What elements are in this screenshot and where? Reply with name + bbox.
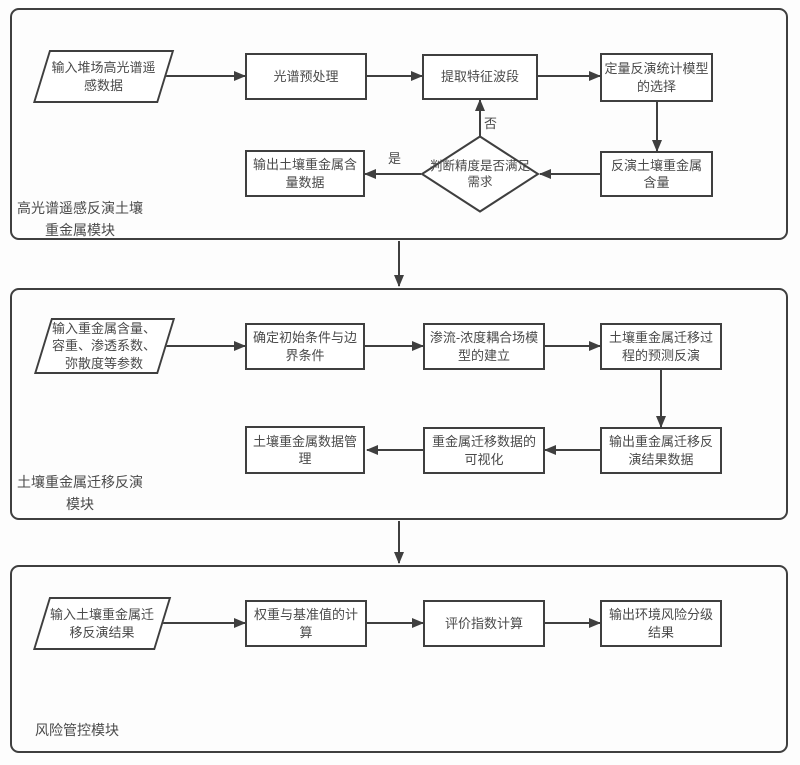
arrow-module2-to-module3 bbox=[398, 521, 400, 563]
node-output-risk-classification: 输出环境风险分级 结果 bbox=[600, 600, 722, 647]
node-spectral-preprocess: 光谱预处理 bbox=[245, 53, 367, 100]
node-data-management: 土壤重金属数据管 理 bbox=[245, 426, 365, 474]
node-text: 渗流-浓度耦合场模 型的建立 bbox=[429, 330, 539, 363]
arrow-extract-to-model-select bbox=[538, 75, 600, 77]
arrow-weights-to-index bbox=[367, 622, 423, 624]
node-text: 提取特征波段 bbox=[440, 69, 519, 85]
node-text: 定量反演统计模型 的选择 bbox=[604, 61, 709, 94]
arrow-judge-yes-to-output bbox=[365, 173, 421, 175]
arrow-output-to-visualization bbox=[545, 449, 600, 451]
arrow-invert-to-judge bbox=[540, 173, 600, 175]
node-text: 输入重金属含量、 容重、渗透系数、 弥散度等参数 bbox=[51, 320, 156, 371]
node-text: 输出土壤重金属含 量数据 bbox=[252, 157, 357, 190]
arrow-visualization-to-management bbox=[367, 449, 423, 451]
node-text: 确定初始条件与边 界条件 bbox=[252, 330, 357, 363]
node-text: 重金属迁移数据的 可视化 bbox=[431, 434, 536, 467]
branch-label-no: 否 bbox=[484, 116, 498, 131]
node-initial-boundary-conditions: 确定初始条件与边 界条件 bbox=[245, 323, 365, 370]
node-migration-visualization: 重金属迁移数据的 可视化 bbox=[423, 427, 545, 474]
branch-label-yes: 是 bbox=[388, 151, 402, 166]
node-input-hyperspectral-data: 输入堆场高光谱遥 感数据 bbox=[33, 50, 175, 103]
node-invert-heavy-metal-content: 反演土壤重金属 含量 bbox=[600, 151, 713, 197]
node-text: 输出重金属迁移反 演结果数据 bbox=[608, 434, 713, 467]
node-text: 光谱预处理 bbox=[273, 68, 339, 84]
module-box-hyperspectral-inversion bbox=[10, 8, 788, 240]
module2-label: 土壤重金属迁移反演 模块 bbox=[17, 474, 143, 513]
node-migration-prediction: 土壤重金属迁移过 程的预测反演 bbox=[600, 323, 722, 370]
node-text: 输出环境风险分级 结果 bbox=[608, 607, 713, 640]
node-text: 反演土壤重金属 含量 bbox=[610, 157, 702, 190]
node-model-selection: 定量反演统计模型 的选择 bbox=[600, 53, 713, 102]
arrow-input-to-conditions bbox=[165, 345, 245, 347]
node-text: 评价指数计算 bbox=[444, 615, 523, 631]
diamond-shape bbox=[420, 135, 540, 213]
arrow-preprocess-to-extract bbox=[367, 75, 422, 77]
node-output-migration-results: 输出重金属迁移反 演结果数据 bbox=[600, 427, 722, 474]
node-text: 土壤重金属迁移过 程的预测反演 bbox=[608, 330, 713, 363]
arrow-input-to-preprocess bbox=[165, 75, 245, 77]
node-text: 判断精度是否满足 需求 bbox=[429, 158, 530, 189]
arrow-input-to-weights bbox=[163, 622, 245, 624]
node-input-parameters: 输入重金属含量、 容重、渗透系数、 弥散度等参数 bbox=[34, 318, 176, 374]
node-weights-benchmark-calculation: 权重与基准值的计 算 bbox=[245, 600, 367, 647]
arrow-module1-to-module2 bbox=[398, 241, 400, 286]
node-extract-feature-bands: 提取特征波段 bbox=[422, 54, 538, 100]
node-text: 土壤重金属数据管 理 bbox=[252, 433, 357, 466]
node-accuracy-decision: 判断精度是否满足 需求 bbox=[420, 135, 540, 213]
module1-label: 高光谱遥感反演土壤 重金属模块 bbox=[17, 200, 143, 239]
arrow-model-select-to-invert bbox=[656, 102, 658, 151]
node-input-migration-results: 输入土壤重金属迁 移反演结果 bbox=[33, 597, 172, 650]
arrow-judge-no-to-extract bbox=[479, 100, 481, 136]
arrow-index-to-output bbox=[545, 622, 600, 624]
node-coupling-field-model: 渗流-浓度耦合场模 型的建立 bbox=[423, 323, 545, 370]
node-text: 输入堆场高光谱遥 感数据 bbox=[51, 59, 156, 93]
module-box-risk-control bbox=[10, 565, 788, 753]
module3-label: 风险管控模块 bbox=[35, 722, 119, 738]
arrow-coupling-to-prediction bbox=[545, 345, 600, 347]
arrow-conditions-to-coupling bbox=[365, 345, 423, 347]
module-box-migration-inversion bbox=[10, 288, 788, 520]
node-evaluation-index-calculation: 评价指数计算 bbox=[423, 600, 545, 647]
arrow-prediction-to-output bbox=[660, 370, 662, 427]
node-text: 输入土壤重金属迁 移反演结果 bbox=[49, 606, 154, 640]
node-output-content-data: 输出土壤重金属含 量数据 bbox=[245, 150, 365, 197]
node-text: 权重与基准值的计 算 bbox=[253, 607, 358, 640]
